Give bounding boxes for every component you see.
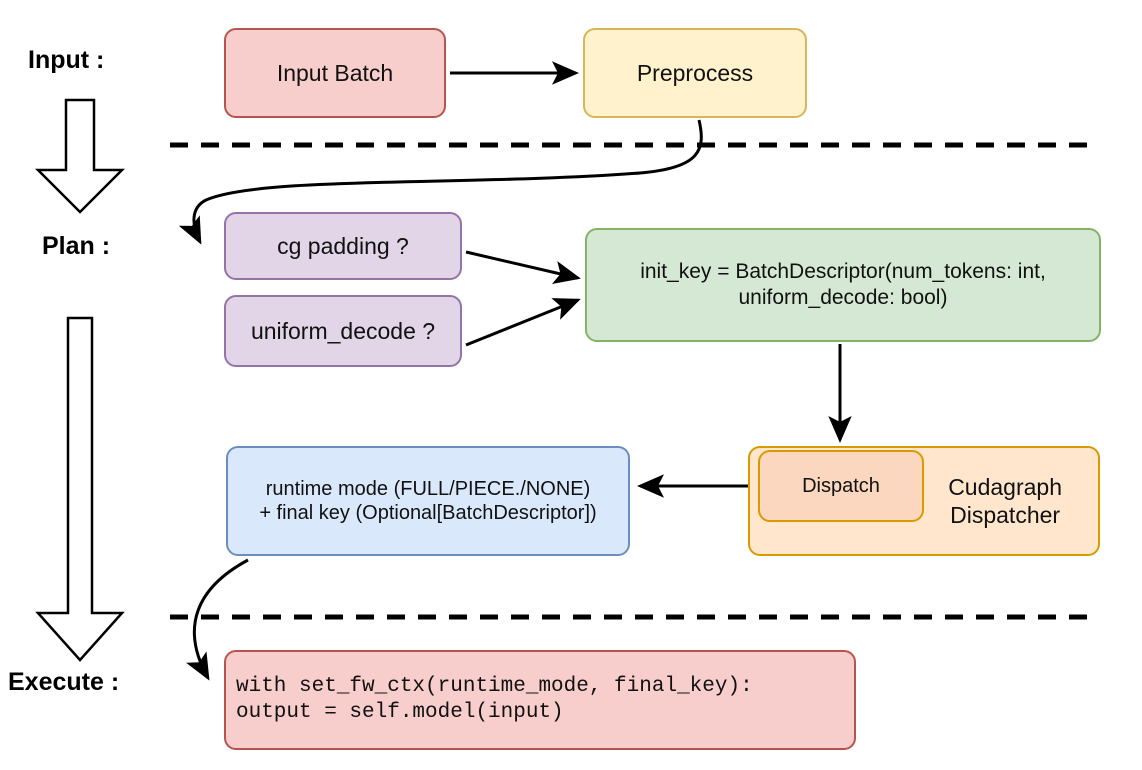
stage-label-plan: Plan :	[42, 232, 111, 260]
node-execute-code[interactable]: with set_fw_ctx(runtime_mode, final_key)…	[224, 650, 856, 750]
stage-label-input: Input :	[28, 46, 105, 74]
node-cg-padding[interactable]: cg padding ?	[224, 212, 462, 280]
node-preprocess[interactable]: Preprocess	[583, 28, 807, 118]
plan-to-execute-block-arrow	[35, 316, 125, 662]
connector-uniform-decode-to-init-key	[465, 298, 581, 347]
node-uniform-decode[interactable]: uniform_decode ?	[224, 295, 462, 367]
node-dispatch[interactable]: Dispatch	[758, 450, 924, 522]
input-to-plan-block-arrow	[34, 98, 126, 214]
connector-cg-padding-to-init-key	[465, 250, 581, 284]
node-input-batch[interactable]: Input Batch	[224, 28, 446, 118]
node-init-key[interactable]: init_key = BatchDescriptor(num_tokens: i…	[585, 228, 1101, 342]
node-cudagraph-dispatcher[interactable]: Cudagraph Dispatcher	[748, 446, 1100, 556]
stage-label-execute: Execute :	[8, 668, 120, 696]
node-runtime-mode[interactable]: runtime mode (FULL/PIECE./NONE) + final …	[226, 446, 630, 556]
